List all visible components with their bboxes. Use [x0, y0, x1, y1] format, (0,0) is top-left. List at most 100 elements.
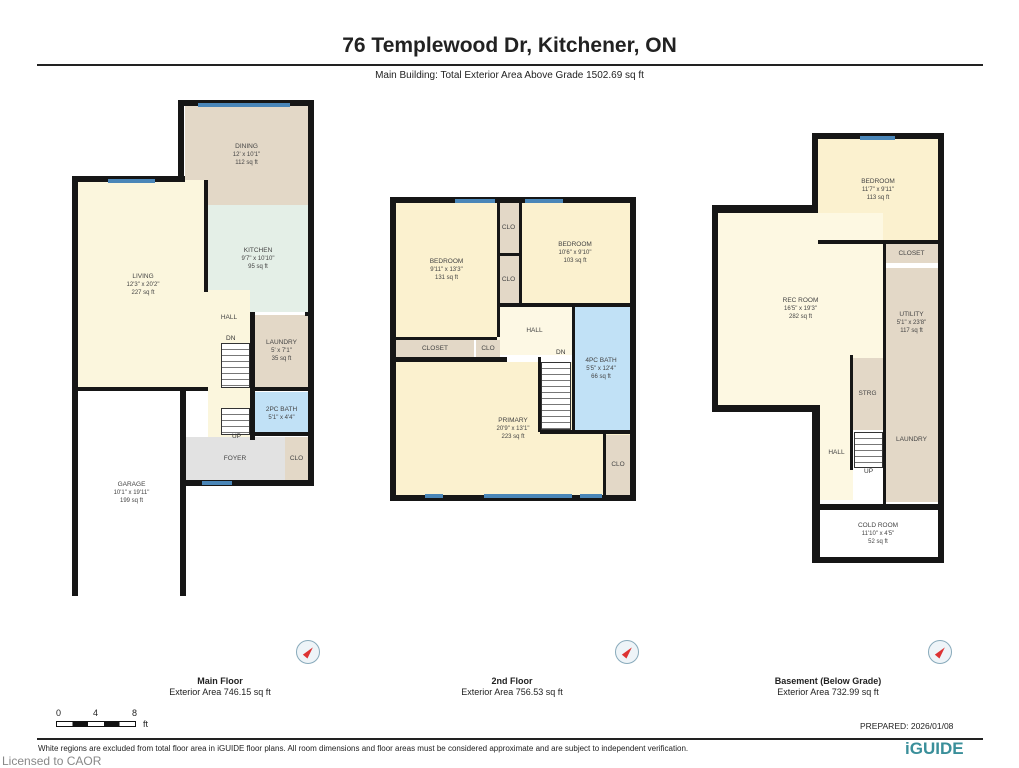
- room-area: 131 sq ft: [434, 275, 458, 281]
- room-name: BEDROOM: [861, 177, 895, 185]
- room-name: COLD ROOM: [857, 521, 899, 529]
- floor-area: Exterior Area 732.99 sq ft: [777, 687, 879, 697]
- room-name: CLO: [481, 344, 495, 352]
- room-name: DINING: [235, 142, 258, 150]
- room-area: 282 sq ft: [788, 314, 812, 320]
- staircase: [221, 343, 250, 388]
- window: [525, 199, 563, 203]
- room-foyer: FOYER: [185, 437, 285, 480]
- room-dims: 11'10" x 4'5": [861, 530, 895, 537]
- room-name: STRG: [858, 390, 877, 397]
- window: [484, 494, 572, 498]
- window: [860, 136, 895, 140]
- wall: [572, 303, 575, 433]
- wall: [712, 205, 718, 412]
- room-name: HALL: [220, 314, 238, 321]
- wall: [538, 357, 541, 432]
- room-dims: 12'3" x 20'2": [126, 282, 160, 288]
- room-name: CLOSET: [421, 344, 448, 352]
- wall: [850, 355, 853, 470]
- wall: [390, 197, 396, 501]
- room-name: GARAGE: [117, 480, 146, 488]
- window: [425, 494, 443, 498]
- wall: [72, 176, 78, 596]
- wall: [255, 387, 308, 391]
- wall: [603, 430, 606, 495]
- window: [202, 481, 232, 485]
- room-dims: 12' x 10'1": [232, 151, 261, 158]
- room-name: 4PC BATH: [585, 356, 617, 364]
- room-clo: CLO: [476, 340, 500, 357]
- compass-icon: [928, 640, 952, 664]
- room-clo: CLO: [497, 203, 520, 253]
- room-dims: 5'5" x 12'4": [586, 365, 616, 372]
- iguide-logo: iGUIDE: [905, 739, 964, 758]
- floor-area: Exterior Area 746.15 sq ft: [169, 687, 271, 697]
- room-name: HALL: [828, 448, 845, 456]
- staircase: [221, 408, 250, 435]
- room-clo: CLO: [606, 435, 630, 495]
- wall: [396, 357, 507, 362]
- room-name: 2PC BATH: [265, 405, 298, 413]
- room-area: 227 sq ft: [131, 290, 155, 296]
- compass-icon: [615, 640, 639, 664]
- room-name: LAUNDRY: [266, 339, 297, 346]
- wall: [180, 480, 314, 486]
- room-hall: HALL: [820, 405, 853, 500]
- license-watermark: Licensed to CAOR: [2, 754, 102, 768]
- room-clo: CLO: [497, 256, 520, 303]
- wall: [812, 405, 820, 563]
- room-name: CLO: [501, 224, 516, 231]
- stair-label: UP: [864, 468, 874, 475]
- divider: [37, 738, 983, 740]
- room-name: UTILITY: [899, 311, 924, 318]
- wall: [308, 100, 314, 486]
- wall: [818, 240, 938, 244]
- wall: [390, 495, 636, 501]
- room-name: FOYER: [223, 454, 247, 462]
- staircase: [541, 362, 571, 430]
- room-area: 66 sq ft: [591, 373, 611, 380]
- floor-name: Basement (Below Grade): [774, 676, 882, 686]
- wall: [204, 180, 208, 292]
- wall: [250, 312, 255, 440]
- window: [198, 103, 290, 107]
- scale-graphic: [56, 721, 136, 727]
- wall: [812, 557, 944, 563]
- wall: [540, 430, 630, 434]
- wall: [519, 203, 522, 303]
- room-name: HALL: [526, 327, 543, 334]
- wall: [497, 203, 500, 337]
- room-name: BEDROOM: [429, 258, 464, 265]
- wall: [78, 387, 208, 391]
- room-area: 117 sq ft: [900, 328, 923, 334]
- room-area: 103 sq ft: [563, 258, 587, 264]
- room-area: 223 sq ft: [501, 433, 525, 440]
- floor-label-basement: Basement (Below Grade)Exterior Area 732.…: [708, 676, 948, 698]
- wall: [390, 197, 636, 203]
- window: [108, 179, 155, 183]
- scale-unit: ft: [143, 719, 149, 729]
- wall: [255, 432, 308, 436]
- scale-tick: 8: [132, 708, 138, 718]
- room-name: PRIMARY: [498, 416, 528, 424]
- room-dims: 10'1" x 19'11": [113, 489, 150, 496]
- room-clo: CLO: [285, 437, 308, 480]
- room-dims: 5'1" x 4'4": [268, 414, 295, 421]
- compass-icon: [296, 640, 320, 664]
- wall: [630, 197, 636, 501]
- disclaimer: White regions are excluded from total fl…: [38, 744, 689, 753]
- window: [455, 199, 495, 203]
- room-name: KITCHEN: [243, 246, 273, 254]
- staircase: [854, 432, 883, 468]
